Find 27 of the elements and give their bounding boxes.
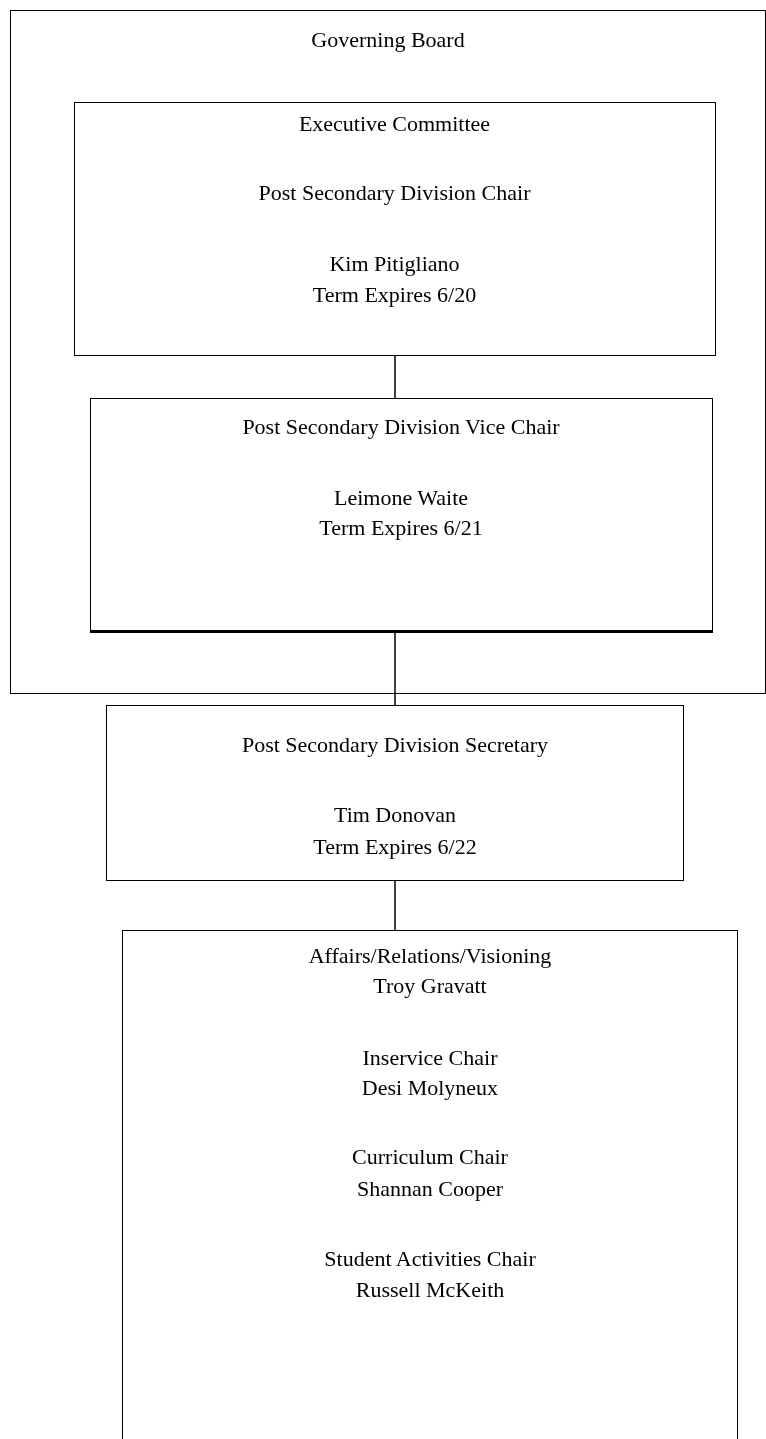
node-text: Curriculum Chair <box>352 1143 508 1169</box>
node-text: Inservice Chair <box>362 1044 498 1070</box>
committee-box <box>122 930 738 1439</box>
node-text: Term Expires 6/21 <box>319 515 483 540</box>
node-text: Affairs/Relations/Visioning <box>308 942 552 968</box>
node-text: Russell McKeith <box>355 1276 505 1302</box>
node-text: Leimone Waite <box>333 485 469 510</box>
node-text: Tim Donovan <box>333 801 456 827</box>
node-text: Term Expires 6/22 <box>313 833 477 859</box>
heading-text: Governing Board <box>311 26 465 52</box>
node-text: Student Activities Chair <box>324 1245 536 1271</box>
node-text: Term Expires 6/20 <box>312 282 477 307</box>
connector-line <box>394 880 396 931</box>
role-box <box>89 397 713 633</box>
role-box <box>106 705 684 881</box>
connector-line <box>394 632 396 706</box>
node-text: Post Secondary Division Vice Chair <box>242 414 560 439</box>
node-text: Post Secondary Division Secretary <box>241 731 549 757</box>
node-text: Kim Pitigliano <box>329 251 460 276</box>
node-text: Desi Molyneux <box>361 1074 499 1100</box>
node-text: Post Secondary Division Chair <box>258 180 531 205</box>
node-text: Troy Gravatt <box>373 972 487 998</box>
connector-line <box>394 355 396 399</box>
heading-text: Executive Committee <box>298 111 491 136</box>
group-frame <box>10 10 766 694</box>
role-box <box>73 101 716 356</box>
node-text: Shannan Cooper <box>357 1175 503 1201</box>
